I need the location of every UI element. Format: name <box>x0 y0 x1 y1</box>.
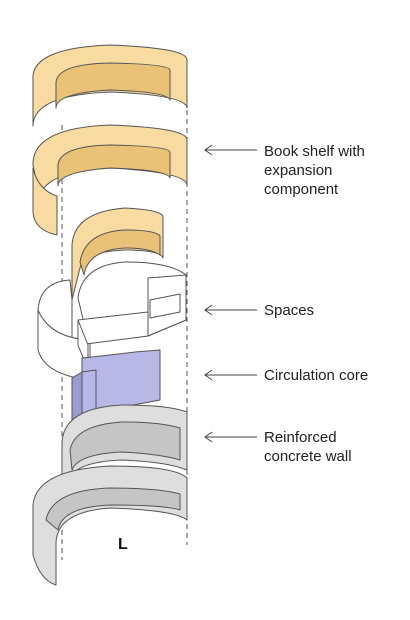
label-bookshelf: Book shelf with expansion component <box>264 142 365 199</box>
bookshelf-upper-ring <box>32 44 188 127</box>
label-bookshelf-line2: expansion <box>264 162 333 179</box>
shelf-band-inner <box>55 62 171 109</box>
bookshelf-middle-ring <box>32 124 188 201</box>
label-wall: Reinforced concrete wall <box>264 428 352 466</box>
label-wall-line2: concrete wall <box>264 448 352 465</box>
label-bookshelf-line3: component <box>264 181 339 198</box>
arrow-wall <box>204 431 257 443</box>
label-wall-line1: Reinforced <box>264 429 337 446</box>
bookshelf-expansion-component <box>71 207 164 301</box>
label-bookshelf-line1: Book shelf with <box>264 143 365 160</box>
section-mark: L <box>118 536 128 553</box>
arrow-spaces <box>204 304 257 316</box>
label-circulation: Circulation core <box>264 367 369 384</box>
arrow-bookshelf <box>204 144 257 156</box>
arrow-circulation <box>204 369 257 381</box>
bookshelf-lower-ring <box>32 167 58 236</box>
concrete-wall-lower <box>32 465 188 586</box>
leader-arrows <box>204 144 257 443</box>
concrete-wall-upper <box>61 404 188 485</box>
label-spaces: Spaces <box>264 302 315 319</box>
